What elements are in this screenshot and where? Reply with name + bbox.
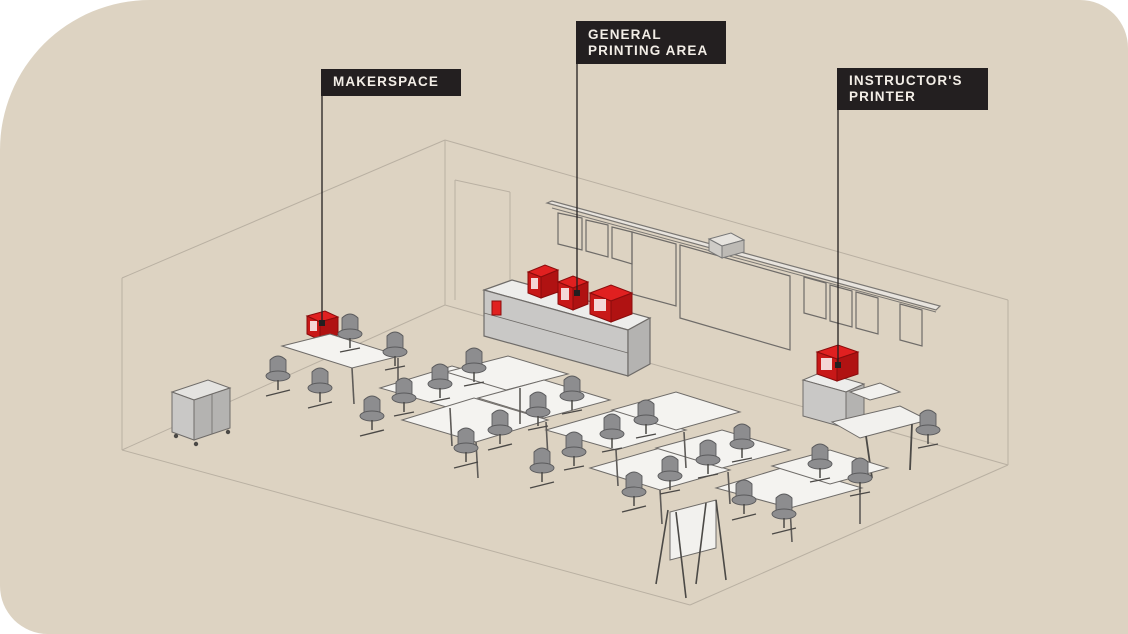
chair bbox=[461, 347, 487, 387]
hanging-boards bbox=[557, 212, 923, 351]
chair bbox=[847, 457, 873, 497]
wall-rail bbox=[545, 200, 942, 313]
chairs bbox=[265, 313, 941, 535]
chair bbox=[391, 377, 417, 417]
chair bbox=[633, 399, 659, 439]
printer-icon bbox=[556, 275, 590, 311]
leader-markers bbox=[319, 290, 841, 368]
chair bbox=[729, 423, 755, 463]
chair bbox=[599, 413, 625, 453]
chair bbox=[359, 395, 385, 437]
callout-leaders bbox=[321, 63, 839, 364]
chair bbox=[427, 363, 453, 403]
leader-marker bbox=[835, 362, 841, 368]
chair bbox=[731, 479, 757, 521]
instructor-station bbox=[801, 371, 930, 479]
chair bbox=[337, 313, 363, 353]
flipchart-easel bbox=[655, 499, 727, 599]
callout-general-printing-area: GENERAL PRINTING AREA bbox=[576, 21, 726, 64]
chair bbox=[657, 455, 683, 495]
callout-instructors-printer: INSTRUCTOR'S PRINTER bbox=[837, 68, 988, 110]
table bbox=[280, 333, 402, 369]
leader-marker bbox=[574, 290, 580, 296]
chair bbox=[487, 409, 513, 451]
chair bbox=[915, 409, 941, 449]
leader-marker bbox=[319, 320, 325, 326]
tables bbox=[280, 333, 890, 509]
printer-icon bbox=[491, 300, 502, 316]
callout-makerspace: MAKERSPACE bbox=[321, 69, 461, 96]
chair bbox=[559, 375, 585, 415]
printer-icon bbox=[588, 284, 634, 323]
chair bbox=[525, 391, 551, 431]
chair bbox=[307, 367, 333, 409]
chair bbox=[621, 471, 647, 513]
chair bbox=[807, 443, 833, 483]
chair bbox=[695, 439, 721, 479]
chair bbox=[265, 355, 291, 397]
chair bbox=[382, 331, 408, 371]
chair bbox=[529, 447, 555, 489]
printer-icon bbox=[526, 264, 560, 299]
chair bbox=[453, 427, 479, 469]
storage-cart bbox=[170, 379, 232, 447]
projector bbox=[707, 232, 746, 259]
room-outline bbox=[121, 139, 1009, 606]
chair bbox=[561, 431, 587, 471]
chair bbox=[771, 493, 797, 535]
printer-icons bbox=[491, 264, 634, 323]
